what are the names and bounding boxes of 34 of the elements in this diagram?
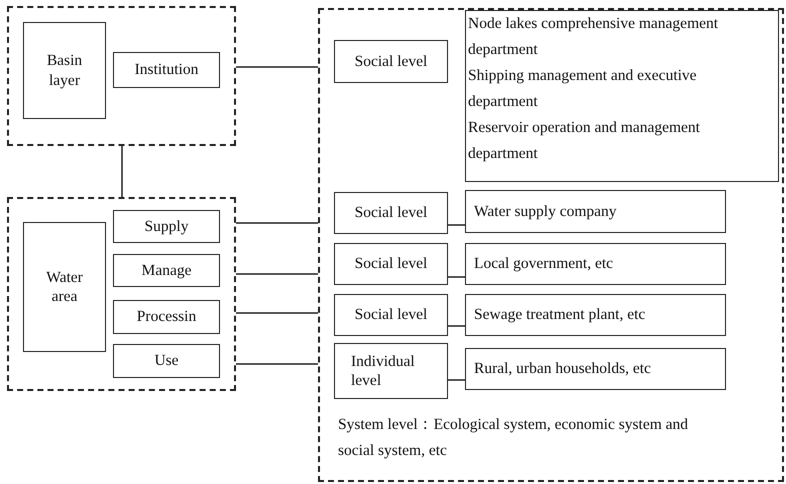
- department-name: Shipping management and executive department: [468, 66, 698, 112]
- connector-line: [448, 276, 465, 278]
- actor-box: Water supply company: [465, 190, 726, 233]
- actor-box: Rural, urban households, etc: [465, 348, 726, 390]
- level-box: Individual level: [334, 343, 448, 399]
- connector-line: [236, 363, 318, 365]
- actor-box: Local government, etc: [465, 243, 726, 285]
- connector-line: [236, 312, 318, 314]
- level-box: Social level: [334, 40, 448, 83]
- process-box: Use: [113, 344, 220, 378]
- process-box: Manage: [113, 254, 220, 287]
- process-box: Supply: [113, 210, 220, 243]
- layer-box: Basin layer: [23, 22, 106, 119]
- layer-box: Water area: [23, 222, 106, 352]
- actor-box: Sewage treatment plant, etc: [465, 294, 726, 336]
- level-box: Social level: [334, 243, 448, 285]
- connector-line: [448, 379, 465, 381]
- department-box: [465, 10, 779, 182]
- connector-line: [236, 273, 318, 275]
- connector-line: [236, 66, 318, 68]
- connector-line: [448, 224, 465, 226]
- level-box: Social level: [334, 192, 448, 234]
- connector-line: [236, 222, 318, 224]
- connector-line: [121, 146, 123, 197]
- department-name: Reservoir operation and management department: [468, 118, 701, 164]
- connector-line: [448, 325, 465, 327]
- dashed-group-frame: [318, 8, 784, 482]
- level-box: Social level: [334, 294, 448, 336]
- dashed-group-frame: [7, 197, 236, 391]
- department-name: Node lakes comprehensive management department: [468, 14, 720, 60]
- process-box: Processin: [113, 300, 220, 334]
- system-level-note: System level：Ecological system, economic system and social system, etc: [338, 415, 690, 461]
- dashed-group-frame: [7, 6, 236, 146]
- process-box: Institution: [113, 52, 220, 88]
